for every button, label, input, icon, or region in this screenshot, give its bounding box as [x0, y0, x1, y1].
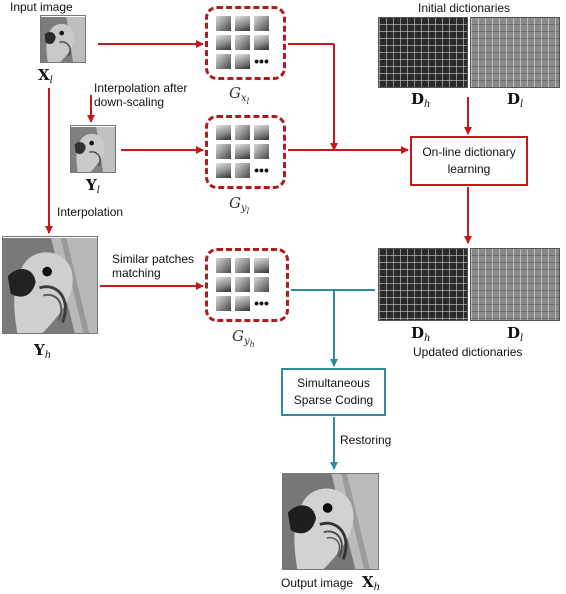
patch-cell	[216, 258, 231, 273]
restoring-label: Restoring	[340, 433, 392, 447]
input-image-xl	[40, 15, 86, 63]
patch-group-gxl: •••	[205, 6, 286, 80]
simultaneous-sparse-coding-box: Simultaneous Sparse Coding	[281, 368, 386, 416]
updated-dictionary-dh	[378, 248, 468, 321]
updated-dictionary-dl	[470, 248, 560, 321]
initial-dictionary-dl	[470, 17, 560, 88]
initial-dl-symbol: Dl	[507, 90, 524, 110]
output-image-xh	[282, 473, 379, 570]
more-patches-icon: •••	[254, 162, 269, 178]
gyl-symbol: Gyl	[229, 194, 250, 216]
yh-symbol: Yh	[34, 341, 52, 361]
updated-dl-symbol: Dl	[507, 324, 524, 344]
similar-patches-label: Similar patches matching	[112, 252, 195, 280]
interpolated-image-yh	[2, 236, 98, 334]
patch-cell	[216, 16, 231, 31]
patch-cell	[235, 258, 250, 273]
xl-symbol: Xl	[38, 66, 53, 86]
patch-cell	[254, 144, 269, 159]
patch-cell	[216, 54, 231, 69]
patch-group-gyh: •••	[205, 248, 289, 322]
patch-cell	[254, 277, 269, 292]
more-patches-icon: •••	[254, 53, 269, 69]
updated-dh-symbol: Dh	[411, 324, 431, 344]
xh-symbol: Xh	[362, 573, 381, 593]
interpolated-image-yl	[70, 125, 116, 173]
patch-cell	[235, 125, 250, 140]
patch-cell	[235, 277, 250, 292]
patch-group-gyl: •••	[205, 115, 286, 189]
gyh-symbol: Gyh	[232, 327, 255, 349]
initial-dictionary-dh	[378, 17, 468, 88]
patch-cell	[216, 277, 231, 292]
patch-cell	[235, 144, 250, 159]
patch-cell	[235, 35, 250, 50]
initial-dh-symbol: Dh	[411, 90, 431, 110]
patch-cell	[235, 54, 250, 69]
updated-dictionaries-label: Updated dictionaries	[413, 345, 523, 359]
patch-cell	[254, 16, 269, 31]
initial-dictionaries-label: Initial dictionaries	[418, 1, 511, 15]
patch-cell	[216, 125, 231, 140]
patch-cell	[254, 35, 269, 50]
gxl-symbol: Gxl	[229, 84, 250, 106]
patch-cell	[235, 16, 250, 31]
patch-cell	[216, 163, 231, 178]
interpolation-label: Interpolation	[57, 205, 124, 219]
patch-cell	[216, 296, 231, 311]
input-image-label: Input image	[10, 0, 73, 14]
patch-cell	[216, 144, 231, 159]
online-dictionary-learning-box: On-line dictionary learning	[410, 136, 528, 186]
patch-cell	[235, 163, 250, 178]
patch-cell	[216, 35, 231, 50]
patch-cell	[254, 125, 269, 140]
patch-cell	[235, 296, 250, 311]
more-patches-icon: •••	[254, 295, 269, 311]
patch-cell	[254, 258, 269, 273]
yl-symbol: Yl	[86, 176, 100, 196]
interpolation-downscaling-label: Interpolation after down-scaling	[94, 81, 188, 109]
output-image-label: Output image	[281, 576, 354, 590]
